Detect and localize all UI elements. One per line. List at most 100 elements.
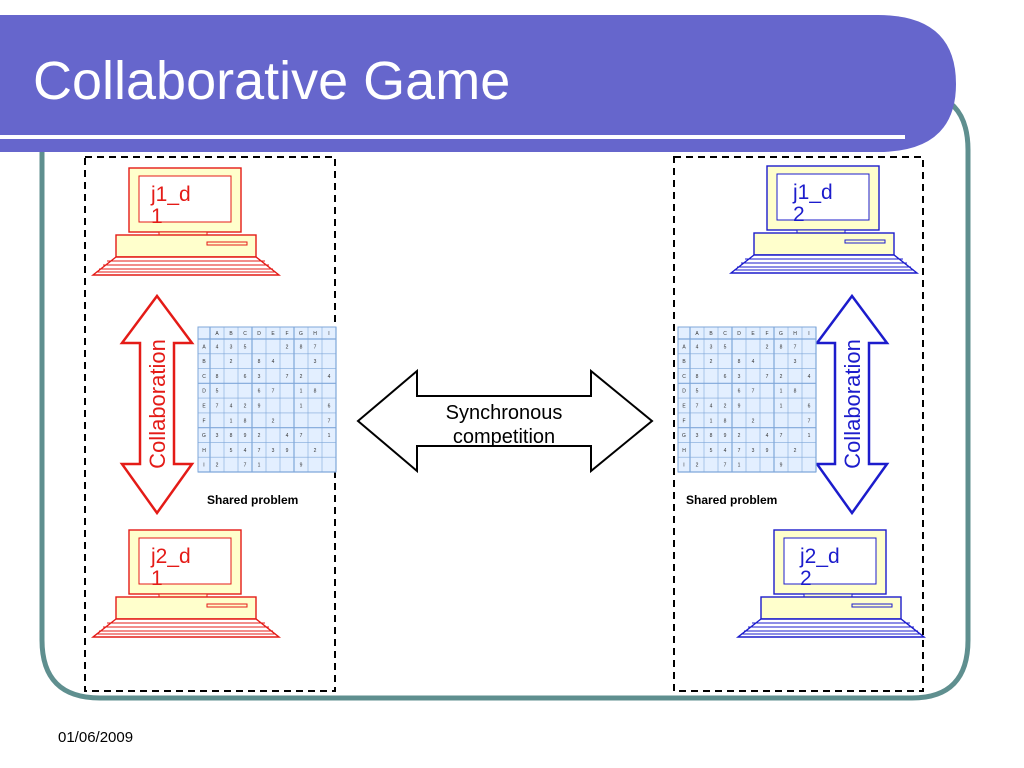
grid-cell-value: 7	[258, 448, 261, 454]
grid-cell-value: 8	[230, 433, 233, 439]
computer-icon-j2-d1: j2_d 1	[92, 529, 280, 638]
double-arrow-vertical-blue-icon	[814, 293, 890, 516]
grid-cell-value: 7	[286, 374, 289, 380]
grid-column-header: I	[328, 331, 329, 337]
grid-cell-value: 2	[300, 374, 303, 380]
grid-column-header: C	[243, 331, 247, 337]
shared-problem-label-team1: Shared problem	[207, 493, 298, 507]
grid-cell-value: 5	[244, 344, 247, 350]
grid-cell-value: 3	[752, 448, 755, 454]
grid-cell-value: 6	[724, 374, 727, 380]
grid-cell-value: 1	[710, 418, 713, 424]
grid-cell-value: 7	[766, 374, 769, 380]
grid-column-header: H	[793, 331, 797, 337]
grid-cell-value: 9	[724, 433, 727, 439]
grid-row-header: A	[682, 344, 686, 350]
grid-cell-value: 5	[710, 448, 713, 454]
grid-cell-value: 5	[230, 448, 233, 454]
grid-cell-value: 2	[766, 344, 769, 350]
grid-row-header: H	[202, 448, 206, 454]
grid-cell-value: 7	[752, 389, 755, 395]
grid-cell-value: 4	[286, 433, 289, 439]
grid-cell-value: 1	[230, 418, 233, 424]
grid-row-header: F	[682, 418, 685, 424]
grid-cell-value: 1	[808, 433, 811, 439]
grid-cell-value: 2	[794, 448, 797, 454]
grid-row-header: E	[202, 404, 206, 410]
grid-cell-value: 2	[286, 344, 289, 350]
grid-cell-value: 9	[258, 404, 261, 410]
grid-cell-value: 9	[244, 433, 247, 439]
grid-cell-value: 8	[794, 389, 797, 395]
grid-cell-value: 2	[696, 463, 699, 469]
grid-cell-value: 1	[780, 404, 783, 410]
grid-cell-value: 7	[794, 344, 797, 350]
sync-label-line2: competition	[453, 426, 555, 448]
grid-cell-value: 4	[216, 344, 219, 350]
grid-cell-value: 4	[272, 359, 275, 365]
grid-cell-value: 7	[780, 433, 783, 439]
slide-title: Collaborative Game	[33, 51, 510, 111]
grid-row-header: E	[682, 404, 686, 410]
grid-cell-value: 2	[780, 374, 783, 380]
grid-cell-value: 4	[230, 404, 233, 410]
grid-cell-value: 7	[328, 418, 331, 424]
grid-cell-value: 8	[216, 374, 219, 380]
grid-cell-value: 8	[738, 359, 741, 365]
grid-column-header: D	[737, 331, 741, 337]
grid-column-header: D	[257, 331, 261, 337]
grid-cell-value: 9	[300, 463, 303, 469]
grid-cell-value: 3	[230, 344, 233, 350]
grid-column-header: E	[271, 331, 275, 337]
grid-cell-value: 5	[724, 344, 727, 350]
computer-icon-j2-d2: j2_d 2	[737, 529, 925, 638]
collaboration-arrow-team1: Collaboration	[119, 293, 195, 516]
pc-label-j2-d1-line2: 1	[151, 567, 163, 590]
grid-cell-value: 7	[244, 463, 247, 469]
grid-cell-value: 4	[766, 433, 769, 439]
grid-cell-value: 2	[752, 418, 755, 424]
grid-cell-value: 2	[244, 404, 247, 410]
sync-label-line1: Synchronous	[446, 402, 563, 424]
collaboration-arrow-team2: Collaboration	[814, 293, 890, 516]
grid-cell-value: 7	[300, 433, 303, 439]
grid-cell-value: 1	[258, 463, 261, 469]
grid-row-header: B	[682, 359, 686, 365]
grid-cell-value: 7	[724, 463, 727, 469]
grid-cell-value: 8	[314, 389, 317, 395]
grid-cell-value: 1	[300, 404, 303, 410]
grid-cell-value: 4	[752, 359, 755, 365]
grid-row-header: I	[683, 463, 684, 469]
grid-cell-value: 6	[808, 404, 811, 410]
computer-icon-j1-d1: j1_d 1	[92, 167, 280, 276]
grid-cell-value: 6	[258, 389, 261, 395]
grid-cell-value: 1	[300, 389, 303, 395]
grid-cell-value: 2	[258, 433, 261, 439]
grid-row-header: D	[682, 389, 686, 395]
pc-label-j1-d1-line1: j1_d	[150, 183, 191, 206]
grid-column-header: B	[229, 331, 233, 337]
double-arrow-vertical-red-icon	[119, 293, 195, 516]
grid-cell-value: 7	[216, 404, 219, 410]
grid-column-header: H	[313, 331, 317, 337]
grid-row-header: H	[682, 448, 686, 454]
grid-cell-value: 6	[244, 374, 247, 380]
grid-cell-value: 3	[696, 433, 699, 439]
grid-cell-value: 1	[328, 433, 331, 439]
double-arrow-horizontal-icon	[356, 368, 654, 474]
grid-column-header: E	[751, 331, 755, 337]
grid-cell-value: 9	[780, 463, 783, 469]
grid-column-header: G	[299, 331, 303, 337]
grid-column-header: C	[723, 331, 727, 337]
grid-cell-value: 3	[794, 359, 797, 365]
grid-row-header: G	[682, 433, 686, 439]
grid-cell-value: 9	[738, 404, 741, 410]
grid-cell-value: 8	[710, 433, 713, 439]
grid-cell-value: 8	[258, 359, 261, 365]
grid-cell-value: 2	[738, 433, 741, 439]
grid-cell-value: 5	[696, 389, 699, 395]
grid-cell-value: 8	[724, 418, 727, 424]
grid-row-header: D	[202, 389, 206, 395]
